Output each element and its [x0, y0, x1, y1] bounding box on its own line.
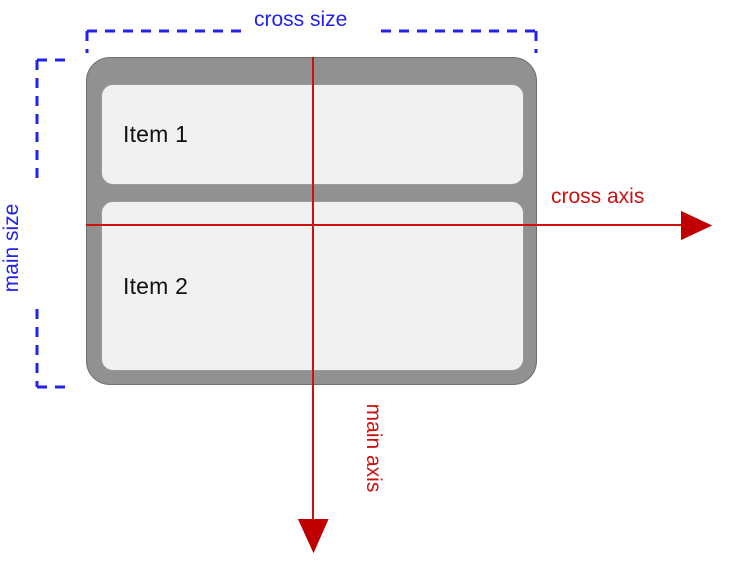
flex-container: Item 1 Item 2 [86, 57, 537, 385]
main-size-label: main size [0, 203, 23, 293]
flex-item-1: Item 1 [101, 84, 524, 185]
flex-item-2: Item 2 [101, 201, 524, 371]
flex-item-1-label: Item 1 [123, 121, 189, 147]
flex-item-2-label: Item 2 [123, 272, 189, 299]
cross-size-label: cross size [254, 8, 348, 31]
cross-axis-label: cross axis [551, 185, 645, 208]
main-axis-label: main axis [362, 403, 385, 493]
